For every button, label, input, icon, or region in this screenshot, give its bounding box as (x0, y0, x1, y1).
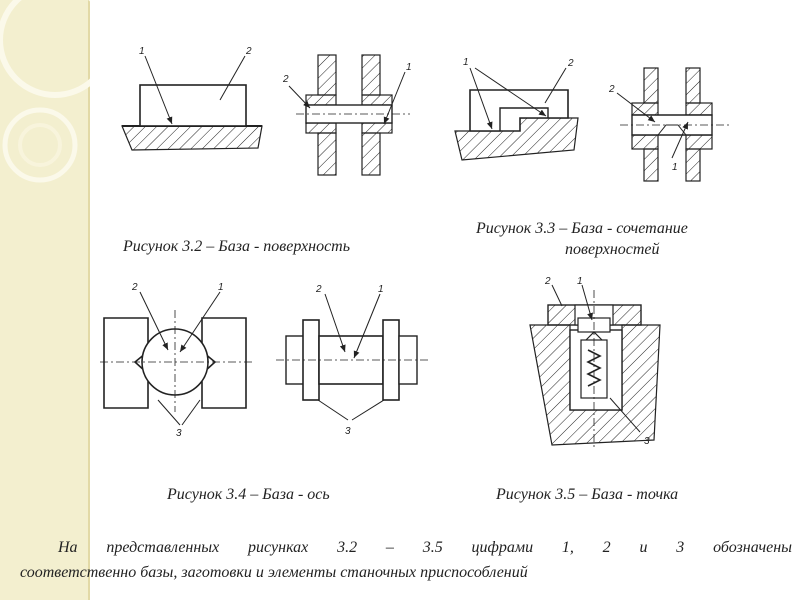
fig34b-label-1: 1 (378, 284, 384, 295)
fig32-label-1: 1 (139, 46, 145, 57)
fig34b-label-2: 2 (315, 284, 322, 295)
fig35-label-2: 2 (544, 276, 551, 287)
fig34-label-3: 3 (176, 428, 182, 439)
fig34-label-2: 2 (131, 282, 138, 293)
body-paragraph: На представленных рисунках 3.2 – 3.5 циф… (20, 535, 792, 585)
fig33-bushing-drawing: 2 1 (608, 67, 730, 182)
fig32b-label-2: 2 (282, 74, 289, 85)
fig32-label-2: 2 (245, 46, 252, 57)
fig32-block-drawing: 1 2 (121, 46, 263, 151)
paragraph-line-2: соответственно базы, заготовки и элемент… (20, 564, 528, 581)
fig32b-label-1: 1 (406, 62, 412, 73)
fig32-bushing-drawing: 2 1 (282, 54, 412, 176)
paragraph-line-1: На представленных рисунках 3.2 – 3.5 циф… (58, 539, 792, 556)
decorative-circles (0, 0, 90, 183)
sidebar-divider (88, 0, 90, 600)
fig33-stepped-drawing: 1 2 (454, 57, 579, 161)
fig33-label-2: 2 (567, 58, 574, 69)
caption-fig34: Рисунок 3.4 – База - ось (167, 486, 330, 503)
fig34-vblock-drawing: 2 1 3 (100, 282, 255, 439)
caption-fig32: Рисунок 3.2 – База - поверхность (123, 238, 350, 255)
fig34-label-1: 1 (218, 282, 224, 293)
fig35-label-1: 1 (577, 276, 583, 287)
caption-fig35: Рисунок 3.5 – База - точка (496, 486, 679, 503)
fig35-point-drawing: 2 1 3 (529, 276, 661, 450)
fig34b-label-3: 3 (345, 426, 351, 437)
caption-fig33-line1: Рисунок 3.3 – База - сочетание (476, 220, 688, 237)
fig33b-label-1: 1 (672, 162, 678, 173)
fig35-label-3: 3 (644, 436, 650, 447)
decorative-sidebar (0, 0, 88, 600)
fig34-shaft-drawing: 2 1 3 (276, 284, 430, 437)
fig33-label-1: 1 (463, 57, 469, 68)
caption-fig33-line2: поверхностей (565, 241, 660, 258)
fig33b-label-2: 2 (608, 84, 615, 95)
